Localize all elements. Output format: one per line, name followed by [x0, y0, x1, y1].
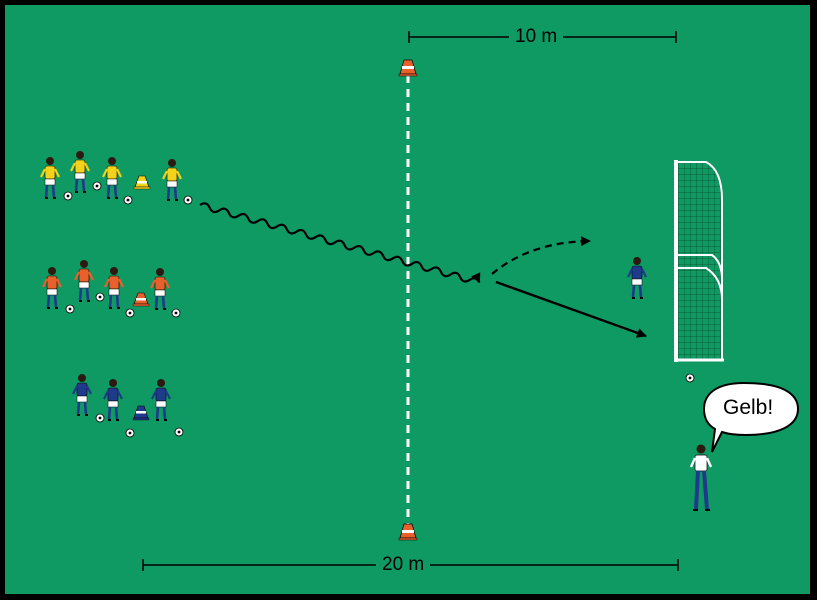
cone-icon — [133, 175, 151, 190]
ball-icon — [95, 292, 105, 302]
blue-group — [71, 372, 184, 438]
player-icon — [69, 149, 91, 194]
player-icon — [161, 157, 183, 202]
ball-icon — [95, 413, 105, 423]
player-icon — [71, 372, 93, 417]
player-icon — [101, 155, 123, 200]
player-icon — [150, 377, 172, 422]
cone-icon — [398, 523, 418, 541]
ball-icon — [171, 308, 181, 318]
yellow-group — [39, 149, 193, 205]
orange-group — [41, 258, 181, 318]
cone-icon — [398, 59, 418, 77]
speech-text: Gelb! — [723, 396, 774, 419]
ball-icon — [685, 373, 695, 383]
cone-icon — [132, 405, 150, 421]
ball-icon — [63, 191, 73, 201]
run-path — [491, 236, 591, 275]
ball-icon — [92, 181, 102, 191]
player-icon — [149, 266, 171, 311]
distance-label-top: 10 m — [509, 26, 564, 48]
shot-path — [495, 280, 647, 338]
player-icon — [73, 258, 95, 303]
ball-icon — [65, 304, 75, 314]
player-icon — [41, 265, 63, 310]
cone-icon — [132, 292, 150, 307]
player-icon — [102, 377, 124, 422]
ball-icon — [183, 195, 193, 205]
distance-label-bottom: 20 m — [376, 554, 431, 576]
goal-icon — [674, 160, 724, 362]
player-icon — [103, 265, 125, 310]
goalkeeper-icon — [626, 255, 648, 300]
ball-icon — [174, 427, 184, 437]
ball-icon — [123, 195, 133, 205]
dribble-path — [199, 202, 481, 284]
player-icon — [39, 155, 61, 200]
coach-icon — [689, 444, 713, 511]
speech-bubble-icon — [702, 381, 800, 453]
ball-icon — [125, 308, 135, 318]
ball-icon — [125, 428, 135, 438]
